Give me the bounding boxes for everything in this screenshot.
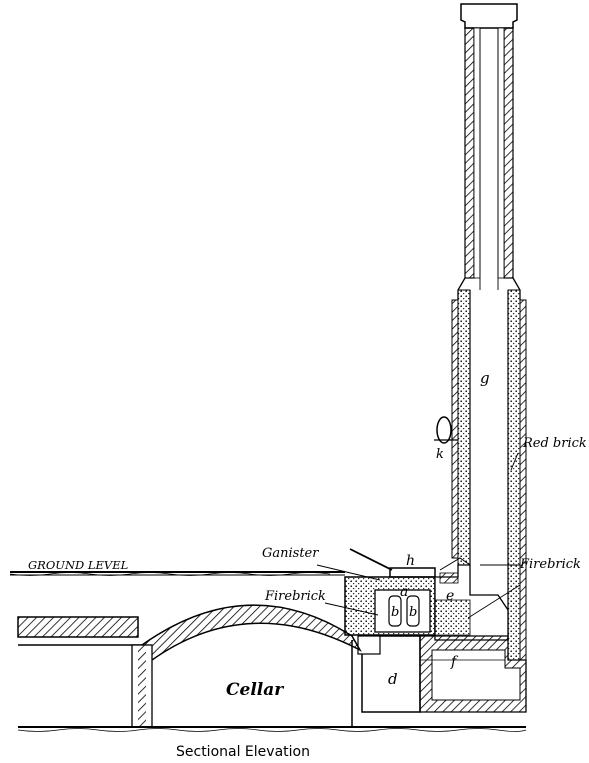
letter-d: d bbox=[388, 670, 398, 688]
letter-h: h bbox=[406, 553, 415, 569]
chimney-stack bbox=[451, 3, 527, 661]
letter-b-right: b bbox=[409, 605, 417, 620]
cellar bbox=[17, 604, 527, 732]
leader-lines bbox=[316, 452, 521, 619]
furnace bbox=[344, 548, 527, 713]
letter-k: k bbox=[436, 447, 444, 462]
letter-a: a bbox=[400, 584, 408, 600]
letter-g: g bbox=[480, 369, 490, 387]
firebrick-label-left: Firebrick bbox=[264, 589, 326, 604]
letter-f: f bbox=[450, 654, 459, 670]
caption: Sectional Elevation bbox=[176, 744, 310, 760]
damper-k bbox=[434, 416, 458, 444]
firebrick-label-right: Firebrick bbox=[519, 557, 581, 572]
letter-e: e bbox=[446, 588, 454, 604]
ground-level-label: GROUND LEVEL bbox=[28, 558, 128, 572]
letter-b-left: b bbox=[391, 605, 399, 620]
cellar-label: Cellar bbox=[226, 680, 284, 700]
ganister-label: Ganister bbox=[262, 546, 319, 561]
red-brick-label: Red brick bbox=[522, 436, 587, 451]
ground-line bbox=[9, 571, 345, 576]
